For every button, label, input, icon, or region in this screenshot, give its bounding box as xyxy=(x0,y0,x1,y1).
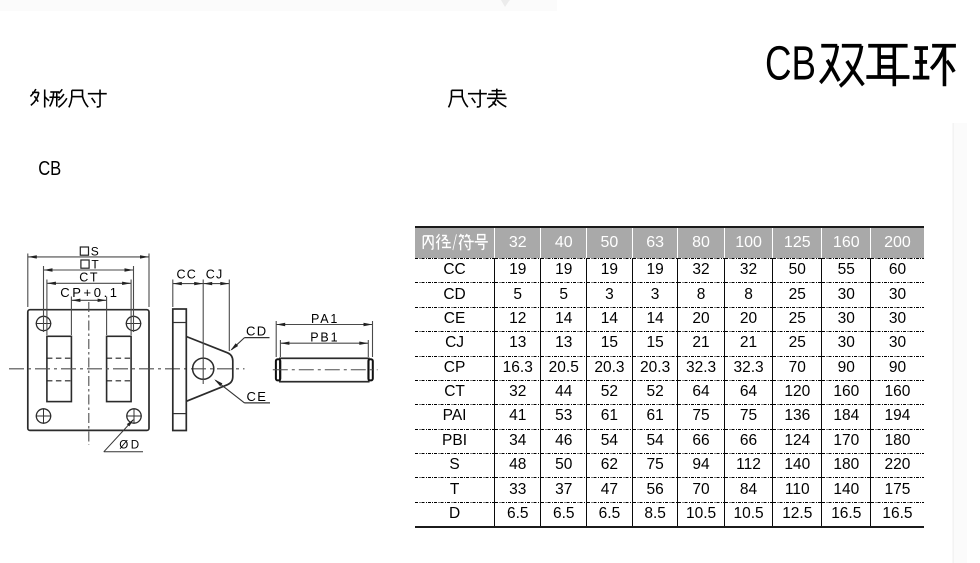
svg-text:CB: CB xyxy=(765,37,816,90)
svg-text:CD: CD xyxy=(246,324,267,339)
svg-text:ØD: ØD xyxy=(119,438,142,451)
svg-text:CE: CE xyxy=(247,389,268,404)
svg-text:CT: CT xyxy=(79,271,99,285)
svg-text:CJ: CJ xyxy=(206,268,224,282)
svg-text:CB: CB xyxy=(38,158,61,180)
svg-text:PB1: PB1 xyxy=(310,331,339,345)
svg-text:PA1: PA1 xyxy=(311,312,339,326)
svg-text:CP+0.1: CP+0.1 xyxy=(60,285,119,300)
svg-text:S: S xyxy=(91,244,99,258)
svg-text:CC: CC xyxy=(177,268,197,282)
svg-text:T: T xyxy=(91,257,99,271)
